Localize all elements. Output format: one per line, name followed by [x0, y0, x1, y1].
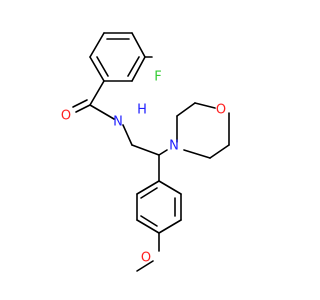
bond [122, 124, 133, 146]
bond [158, 180, 182, 195]
fluorine-atom-label: F [154, 70, 161, 85]
bond [89, 104, 115, 120]
bond [127, 56, 140, 77]
molecule-structure: F O N H N O O [61, 32, 230, 272]
bond [89, 32, 105, 58]
bond [140, 187, 158, 199]
amide-nitrogen-atom-label: N [113, 115, 123, 130]
bond [176, 102, 196, 117]
bond [131, 144, 160, 156]
bond [136, 219, 160, 234]
bond [131, 32, 146, 58]
bond-layer [72, 32, 230, 272]
bond [89, 56, 105, 82]
molecule-canvas: F O N H N O O [61, 32, 230, 272]
bond [209, 144, 230, 159]
bond [136, 260, 154, 272]
methoxy-oxygen-atom-label: O [141, 251, 151, 266]
bond [96, 56, 109, 77]
morpholine-oxygen-atom-label: O [216, 103, 226, 118]
amide-hydrogen-atom-label: H [137, 103, 147, 118]
bond [136, 180, 160, 195]
bond [89, 80, 105, 106]
bond [131, 56, 146, 82]
bond [194, 102, 216, 109]
bond [140, 215, 158, 227]
bond [75, 104, 91, 113]
bond [158, 219, 182, 234]
bond [72, 99, 88, 108]
bond [183, 149, 211, 159]
atom-layer: F O N H N O O [61, 70, 226, 266]
amide-oxygen-atom-label: O [61, 109, 71, 124]
bond [158, 149, 168, 156]
morpholine-nitrogen-atom-label: N [169, 139, 179, 154]
